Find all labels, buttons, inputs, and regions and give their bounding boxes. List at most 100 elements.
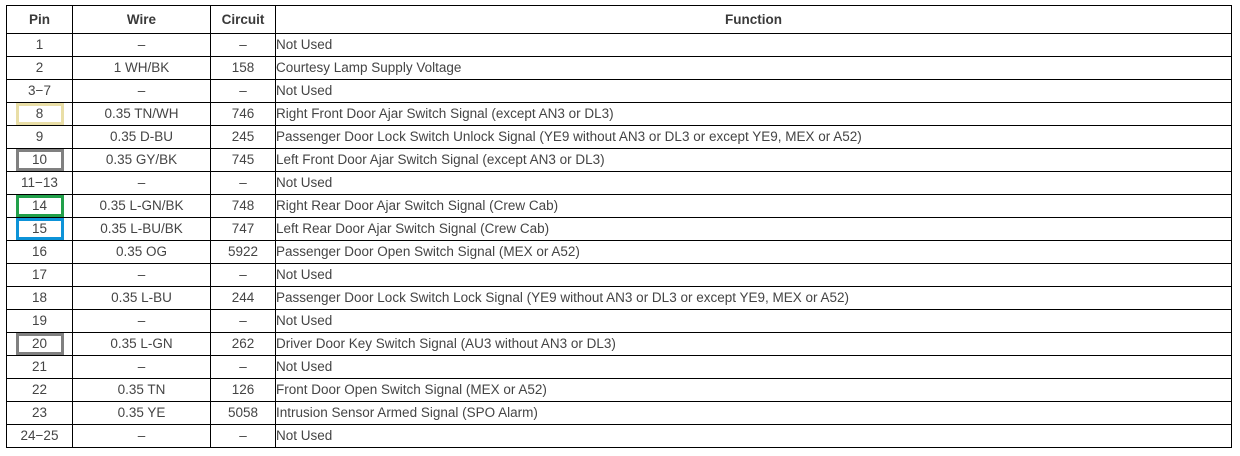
- cell-wire: 0.35 GY/BK: [72, 148, 211, 172]
- cell-function: Passenger Door Lock Switch Unlock Signal…: [275, 125, 1232, 149]
- pin-highlight-box: 15: [15, 218, 64, 240]
- cell-circuit: –: [210, 263, 276, 287]
- cell-pin: 3−7: [6, 79, 73, 103]
- cell-circuit: –: [210, 79, 276, 103]
- cell-function: Not Used: [275, 263, 1232, 287]
- cell-circuit: 745: [210, 148, 276, 172]
- table-row: 24−25––Not Used: [6, 424, 1232, 448]
- cell-function: Not Used: [275, 33, 1232, 57]
- cell-wire: 0.35 L-GN: [72, 332, 211, 356]
- cell-pin: 10: [6, 148, 73, 172]
- cell-function: Left Front Door Ajar Switch Signal (exce…: [275, 148, 1232, 172]
- column-header-pin: Pin: [6, 5, 73, 34]
- table-header-row: Pin Wire Circuit Function: [6, 5, 1232, 34]
- cell-function: Front Door Open Switch Signal (MEX or A5…: [275, 378, 1232, 402]
- cell-function: Right Rear Door Ajar Switch Signal (Crew…: [275, 194, 1232, 218]
- cell-circuit: –: [210, 33, 276, 57]
- cell-circuit: 262: [210, 332, 276, 356]
- cell-wire: 0.35 YE: [72, 401, 211, 425]
- cell-function: Left Rear Door Ajar Switch Signal (Crew …: [275, 217, 1232, 241]
- cell-function: Passenger Door Lock Switch Lock Signal (…: [275, 286, 1232, 310]
- cell-pin: 16: [6, 240, 73, 264]
- cell-pin: 17: [6, 263, 73, 287]
- pin-value: 18: [31, 290, 48, 305]
- pin-highlight-box: 20: [15, 333, 64, 355]
- pin-value: 11−13: [21, 175, 58, 190]
- cell-circuit: 158: [210, 56, 276, 80]
- table-row: 21––Not Used: [6, 355, 1232, 379]
- cell-circuit: –: [210, 309, 276, 333]
- cell-function: Driver Door Key Switch Signal (AU3 witho…: [275, 332, 1232, 356]
- cell-wire: 0.35 OG: [72, 240, 211, 264]
- cell-pin: 22: [6, 378, 73, 402]
- cell-circuit: –: [210, 355, 276, 379]
- cell-circuit: 748: [210, 194, 276, 218]
- cell-function: Courtesy Lamp Supply Voltage: [275, 56, 1232, 80]
- cell-wire: –: [72, 263, 211, 287]
- table-row: 11−13––Not Used: [6, 171, 1232, 195]
- pin-value: 17: [31, 267, 48, 282]
- cell-wire: –: [72, 355, 211, 379]
- cell-pin: 20: [6, 332, 73, 356]
- cell-pin: 15: [6, 217, 73, 241]
- cell-wire: 0.35 D-BU: [72, 125, 211, 149]
- cell-wire: 0.35 L-BU: [72, 286, 211, 310]
- cell-circuit: 5922: [210, 240, 276, 264]
- cell-function: Not Used: [275, 309, 1232, 333]
- cell-pin: 21: [6, 355, 73, 379]
- pin-highlight-box: 10: [15, 149, 64, 171]
- cell-circuit: 126: [210, 378, 276, 402]
- cell-wire: –: [72, 33, 211, 57]
- pin-value: 21: [31, 359, 48, 374]
- pin-value: 19: [31, 313, 48, 328]
- cell-function: Right Front Door Ajar Switch Signal (exc…: [275, 102, 1232, 126]
- cell-circuit: 746: [210, 102, 276, 126]
- cell-pin: 2: [6, 56, 73, 80]
- pin-value: 1: [35, 37, 44, 52]
- cell-pin: 24−25: [6, 424, 73, 448]
- cell-wire: 0.35 L-BU/BK: [72, 217, 211, 241]
- column-header-circuit: Circuit: [210, 5, 276, 34]
- cell-circuit: –: [210, 171, 276, 195]
- column-header-wire: Wire: [72, 5, 211, 34]
- cell-pin: 9: [6, 125, 73, 149]
- cell-circuit: 747: [210, 217, 276, 241]
- table-row: 19––Not Used: [6, 309, 1232, 333]
- cell-function: Not Used: [275, 355, 1232, 379]
- table-row: 17––Not Used: [6, 263, 1232, 287]
- cell-function: Passenger Door Open Switch Signal (MEX o…: [275, 240, 1232, 264]
- cell-wire: –: [72, 79, 211, 103]
- column-header-function: Function: [275, 5, 1232, 34]
- cell-wire: 1 WH/BK: [72, 56, 211, 80]
- pin-value: 24−25: [20, 428, 59, 443]
- cell-circuit: –: [210, 424, 276, 448]
- pin-value: 23: [31, 405, 48, 420]
- pin-value: 22: [31, 382, 48, 397]
- cell-wire: 0.35 L-GN/BK: [72, 194, 211, 218]
- table-header: Pin Wire Circuit Function: [6, 5, 1232, 34]
- cell-pin: 8: [6, 102, 73, 126]
- cell-function: Intrusion Sensor Armed Signal (SPO Alarm…: [275, 401, 1232, 425]
- cell-wire: –: [72, 309, 211, 333]
- cell-function: Not Used: [275, 171, 1232, 195]
- pin-value: 2: [35, 60, 44, 75]
- pin-value: 9: [35, 129, 44, 144]
- cell-pin: 23: [6, 401, 73, 425]
- pin-value: 16: [31, 244, 48, 259]
- cell-pin: 11−13: [6, 171, 73, 195]
- cell-wire: –: [72, 424, 211, 448]
- cell-pin: 1: [6, 33, 73, 57]
- cell-circuit: 244: [210, 286, 276, 310]
- table-row: 1––Not Used: [6, 33, 1232, 57]
